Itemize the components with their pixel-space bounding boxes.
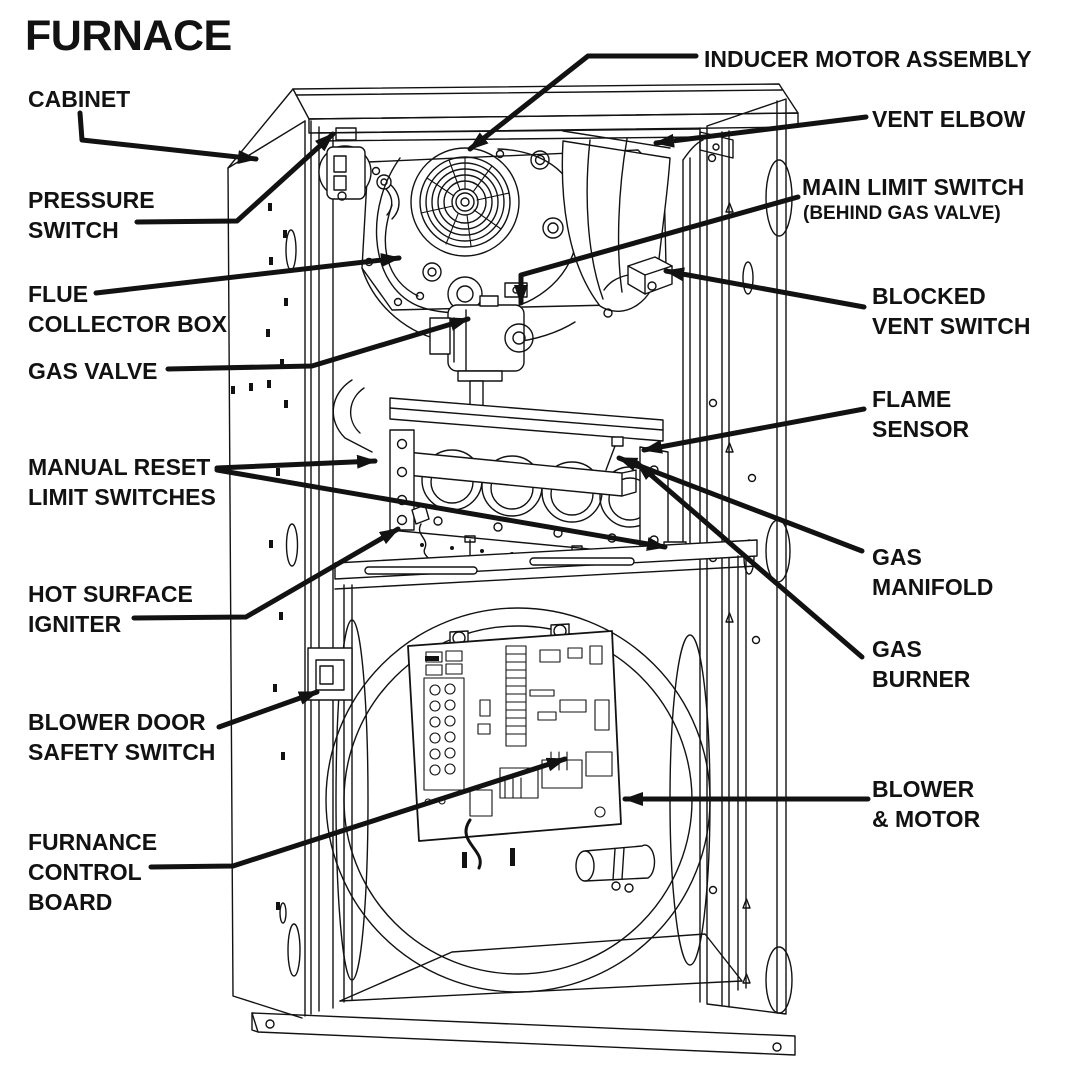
capacitor-drawing <box>575 844 656 893</box>
pointer-vent-elbow <box>653 114 869 148</box>
pointer-main-limit-switch <box>514 194 801 306</box>
label-manual-reset-limit-switches: MANUAL RESET LIMIT SWITCHES <box>28 454 216 510</box>
pointer-furnance-control-board <box>148 756 568 870</box>
label-pressure-switch: PRESSURE SWITCH <box>28 187 155 243</box>
gas-valve-drawing <box>429 282 534 423</box>
label-inducer-motor-assembly: INDUCER MOTOR ASSEMBLY <box>704 46 1032 72</box>
label-main-limit-switch-sub: (BEHIND GAS VALVE) <box>803 203 1001 224</box>
pointer-blocked-vent-switch <box>663 267 867 310</box>
pointer-pressure-switch <box>134 131 336 225</box>
pointer-manual-reset-limit-switches-b <box>214 467 668 551</box>
pointer-gas-manifold <box>616 455 865 554</box>
cabinet-drawing <box>227 83 799 1056</box>
label-vent-elbow: VENT ELBOW <box>872 106 1026 132</box>
label-blocked-vent-switch: BLOCKED VENT SWITCH <box>872 283 1031 339</box>
pointer-gas-valve <box>165 316 471 372</box>
label-gas-burner: GAS BURNER <box>872 636 971 692</box>
label-gas-manifold: GAS MANIFOLD <box>872 544 994 600</box>
label-gas-valve: GAS VALVE <box>28 358 158 384</box>
control-board-drawing <box>407 623 622 870</box>
pointer-gas-burner <box>634 460 865 660</box>
blocked-vent-switch-drawing <box>603 256 673 295</box>
label-furnance-control-board: FURNANCE CONTROL BOARD <box>28 829 158 915</box>
flame-sensor-drawing <box>605 436 624 471</box>
label-hot-surface-igniter: HOT SURFACE IGNITER <box>28 581 193 637</box>
pointer-flame-sensor <box>641 406 867 454</box>
divider-shelf-drawing <box>334 539 758 590</box>
pointer-hot-surface-igniter <box>131 526 401 621</box>
pointer-lines-layer <box>77 53 871 870</box>
label-blower-motor: BLOWER & MOTOR <box>872 776 981 832</box>
inducer-motor-drawing <box>410 147 564 312</box>
page-title: FURNACE <box>25 12 232 60</box>
hot-surface-igniter-drawing <box>411 504 432 567</box>
label-main-limit-switch: MAIN LIMIT SWITCH <box>802 174 1025 200</box>
pointer-manual-reset-limit-switches-a <box>214 454 378 471</box>
label-flame-sensor: FLAME SENSOR <box>872 386 970 442</box>
pressure-switch-drawing <box>318 127 400 220</box>
pointer-inducer-motor-assembly <box>467 53 699 152</box>
pointer-cabinet <box>77 110 259 165</box>
pointer-blower-door-safety-switch <box>216 689 320 730</box>
pointer-flue-collector-box <box>93 253 402 296</box>
label-blower-door-safety-switch: BLOWER DOOR SAFETY SWITCH <box>28 709 216 765</box>
label-flue-collector-box: FLUE COLLECTOR BOX <box>28 281 227 337</box>
label-cabinet: CABINET <box>28 86 131 112</box>
